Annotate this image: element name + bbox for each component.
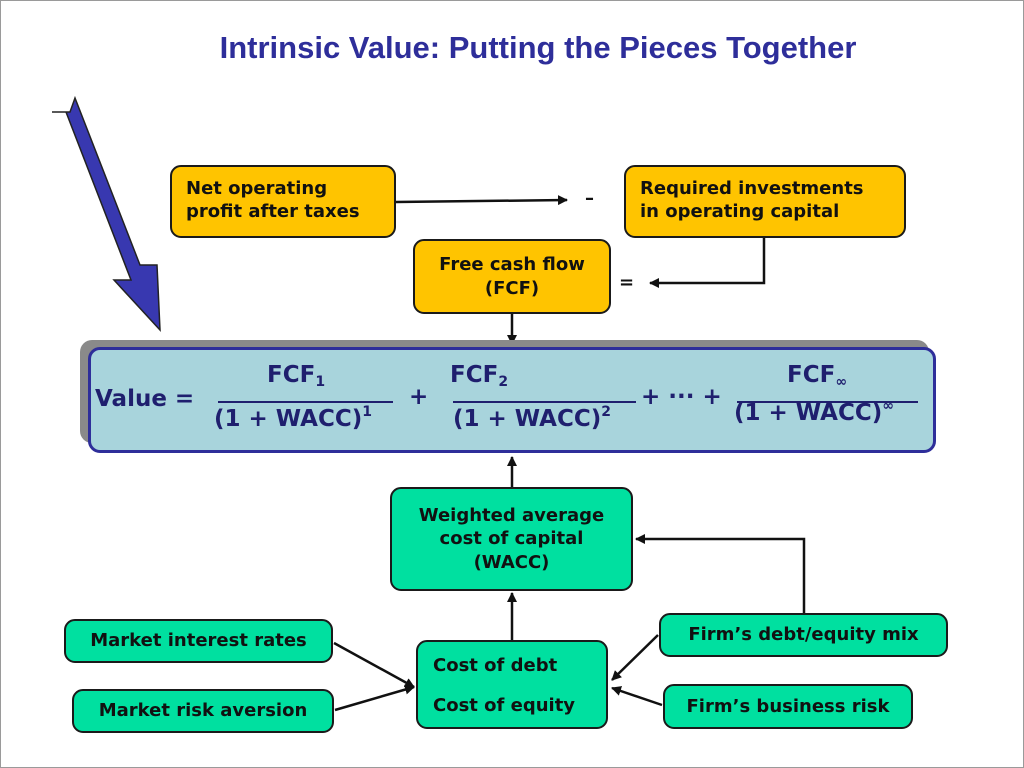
fcf-box: Free cash flow (FCF)	[413, 239, 611, 314]
term-1-numerator: FCF1	[267, 362, 325, 390]
market-risk-aversion-label: Market risk aversion	[98, 700, 308, 722]
arrow-nopat-to-minus	[395, 195, 568, 206]
term-3-denominator: (1 + WACC)∞	[734, 398, 894, 426]
cost-of-debt-label: Cost of debt	[433, 655, 558, 676]
market-risk-aversion-box: Market risk aversion	[72, 689, 334, 733]
term-2-numerator-text: FCF	[450, 362, 499, 388]
wacc-line-3: (WACC)	[473, 551, 550, 573]
arrow-risk-to-costs	[611, 686, 663, 707]
term-3-fraction-bar	[737, 401, 918, 403]
wacc-line-1: Weighted average	[418, 504, 605, 526]
business-risk-box: Firm’s business risk	[663, 684, 913, 729]
wacc-line-2: cost of capital	[439, 528, 584, 550]
arrow-interest-to-costs	[333, 641, 415, 689]
arrow-investments-to-equals	[649, 238, 766, 288]
term-1-fraction-bar	[218, 401, 393, 403]
nopat-box: Net operating profit after taxes	[170, 165, 396, 238]
term-1-numerator-text: FCF	[267, 362, 316, 388]
value-label: Value =	[95, 386, 195, 412]
slide-title: Intrinsic Value: Putting the Pieces Toge…	[219, 30, 857, 65]
term-3-numerator-sub: ∞	[835, 374, 847, 390]
term-3-denominator-text: (1 + WACC)	[734, 400, 883, 426]
debt-equity-mix-box: Firm’s debt/equity mix	[659, 613, 948, 657]
market-interest-rates-label: Market interest rates	[90, 630, 307, 652]
wacc-box: Weighted average cost of capital (WACC)	[390, 487, 633, 591]
term-3-denominator-sup: ∞	[882, 398, 894, 414]
nopat-line-1: Net operating	[186, 178, 328, 199]
term-2-numerator-sub: 2	[498, 374, 509, 390]
equals-operator: =	[619, 272, 635, 293]
arrow-mix-to-wacc	[635, 534, 806, 613]
term-2-denominator: (1 + WACC)2	[453, 404, 611, 432]
term-1-denominator-text: (1 + WACC)	[214, 406, 363, 432]
term-1-numerator-sub: 1	[315, 374, 326, 390]
fcf-line-1: Free cash flow	[439, 254, 585, 276]
term-1-denominator: (1 + WACC)1	[214, 404, 372, 432]
term-2-numerator: FCF2	[450, 362, 508, 390]
required-investments-box: Required investments in operating capita…	[624, 165, 906, 238]
term-3-numerator-text: FCF	[787, 362, 836, 388]
business-risk-label: Firm’s business risk	[686, 695, 890, 717]
arrow-mix-to-costs	[611, 634, 659, 681]
market-interest-rates-box: Market interest rates	[64, 619, 333, 663]
required-investments-line-1: Required investments	[640, 178, 864, 199]
debt-equity-mix-label: Firm’s debt/equity mix	[688, 624, 919, 646]
arrow-aversion-to-costs	[334, 684, 415, 712]
cost-of-equity-label: Cost of equity	[433, 695, 576, 716]
term-2-denominator-sup: 2	[601, 404, 611, 420]
value-formula-box	[88, 347, 936, 453]
pointer-arrow-icon	[52, 95, 161, 333]
term-2-fraction-bar	[453, 401, 636, 403]
required-investments-line-2: in operating capital	[640, 201, 840, 223]
plus-operator: +	[409, 384, 429, 410]
cost-of-capital-box: Cost of debt Cost of equity	[416, 640, 608, 729]
nopat-line-2: profit after taxes	[186, 201, 360, 223]
term-1-denominator-sup: 1	[362, 404, 372, 420]
minus-operator: –	[585, 188, 594, 209]
term-2-denominator-text: (1 + WACC)	[453, 406, 602, 432]
term-3-numerator: FCF∞	[787, 362, 847, 390]
ellipsis-plus-operator: + ··· +	[641, 384, 722, 410]
fcf-line-2: (FCF)	[484, 277, 540, 299]
